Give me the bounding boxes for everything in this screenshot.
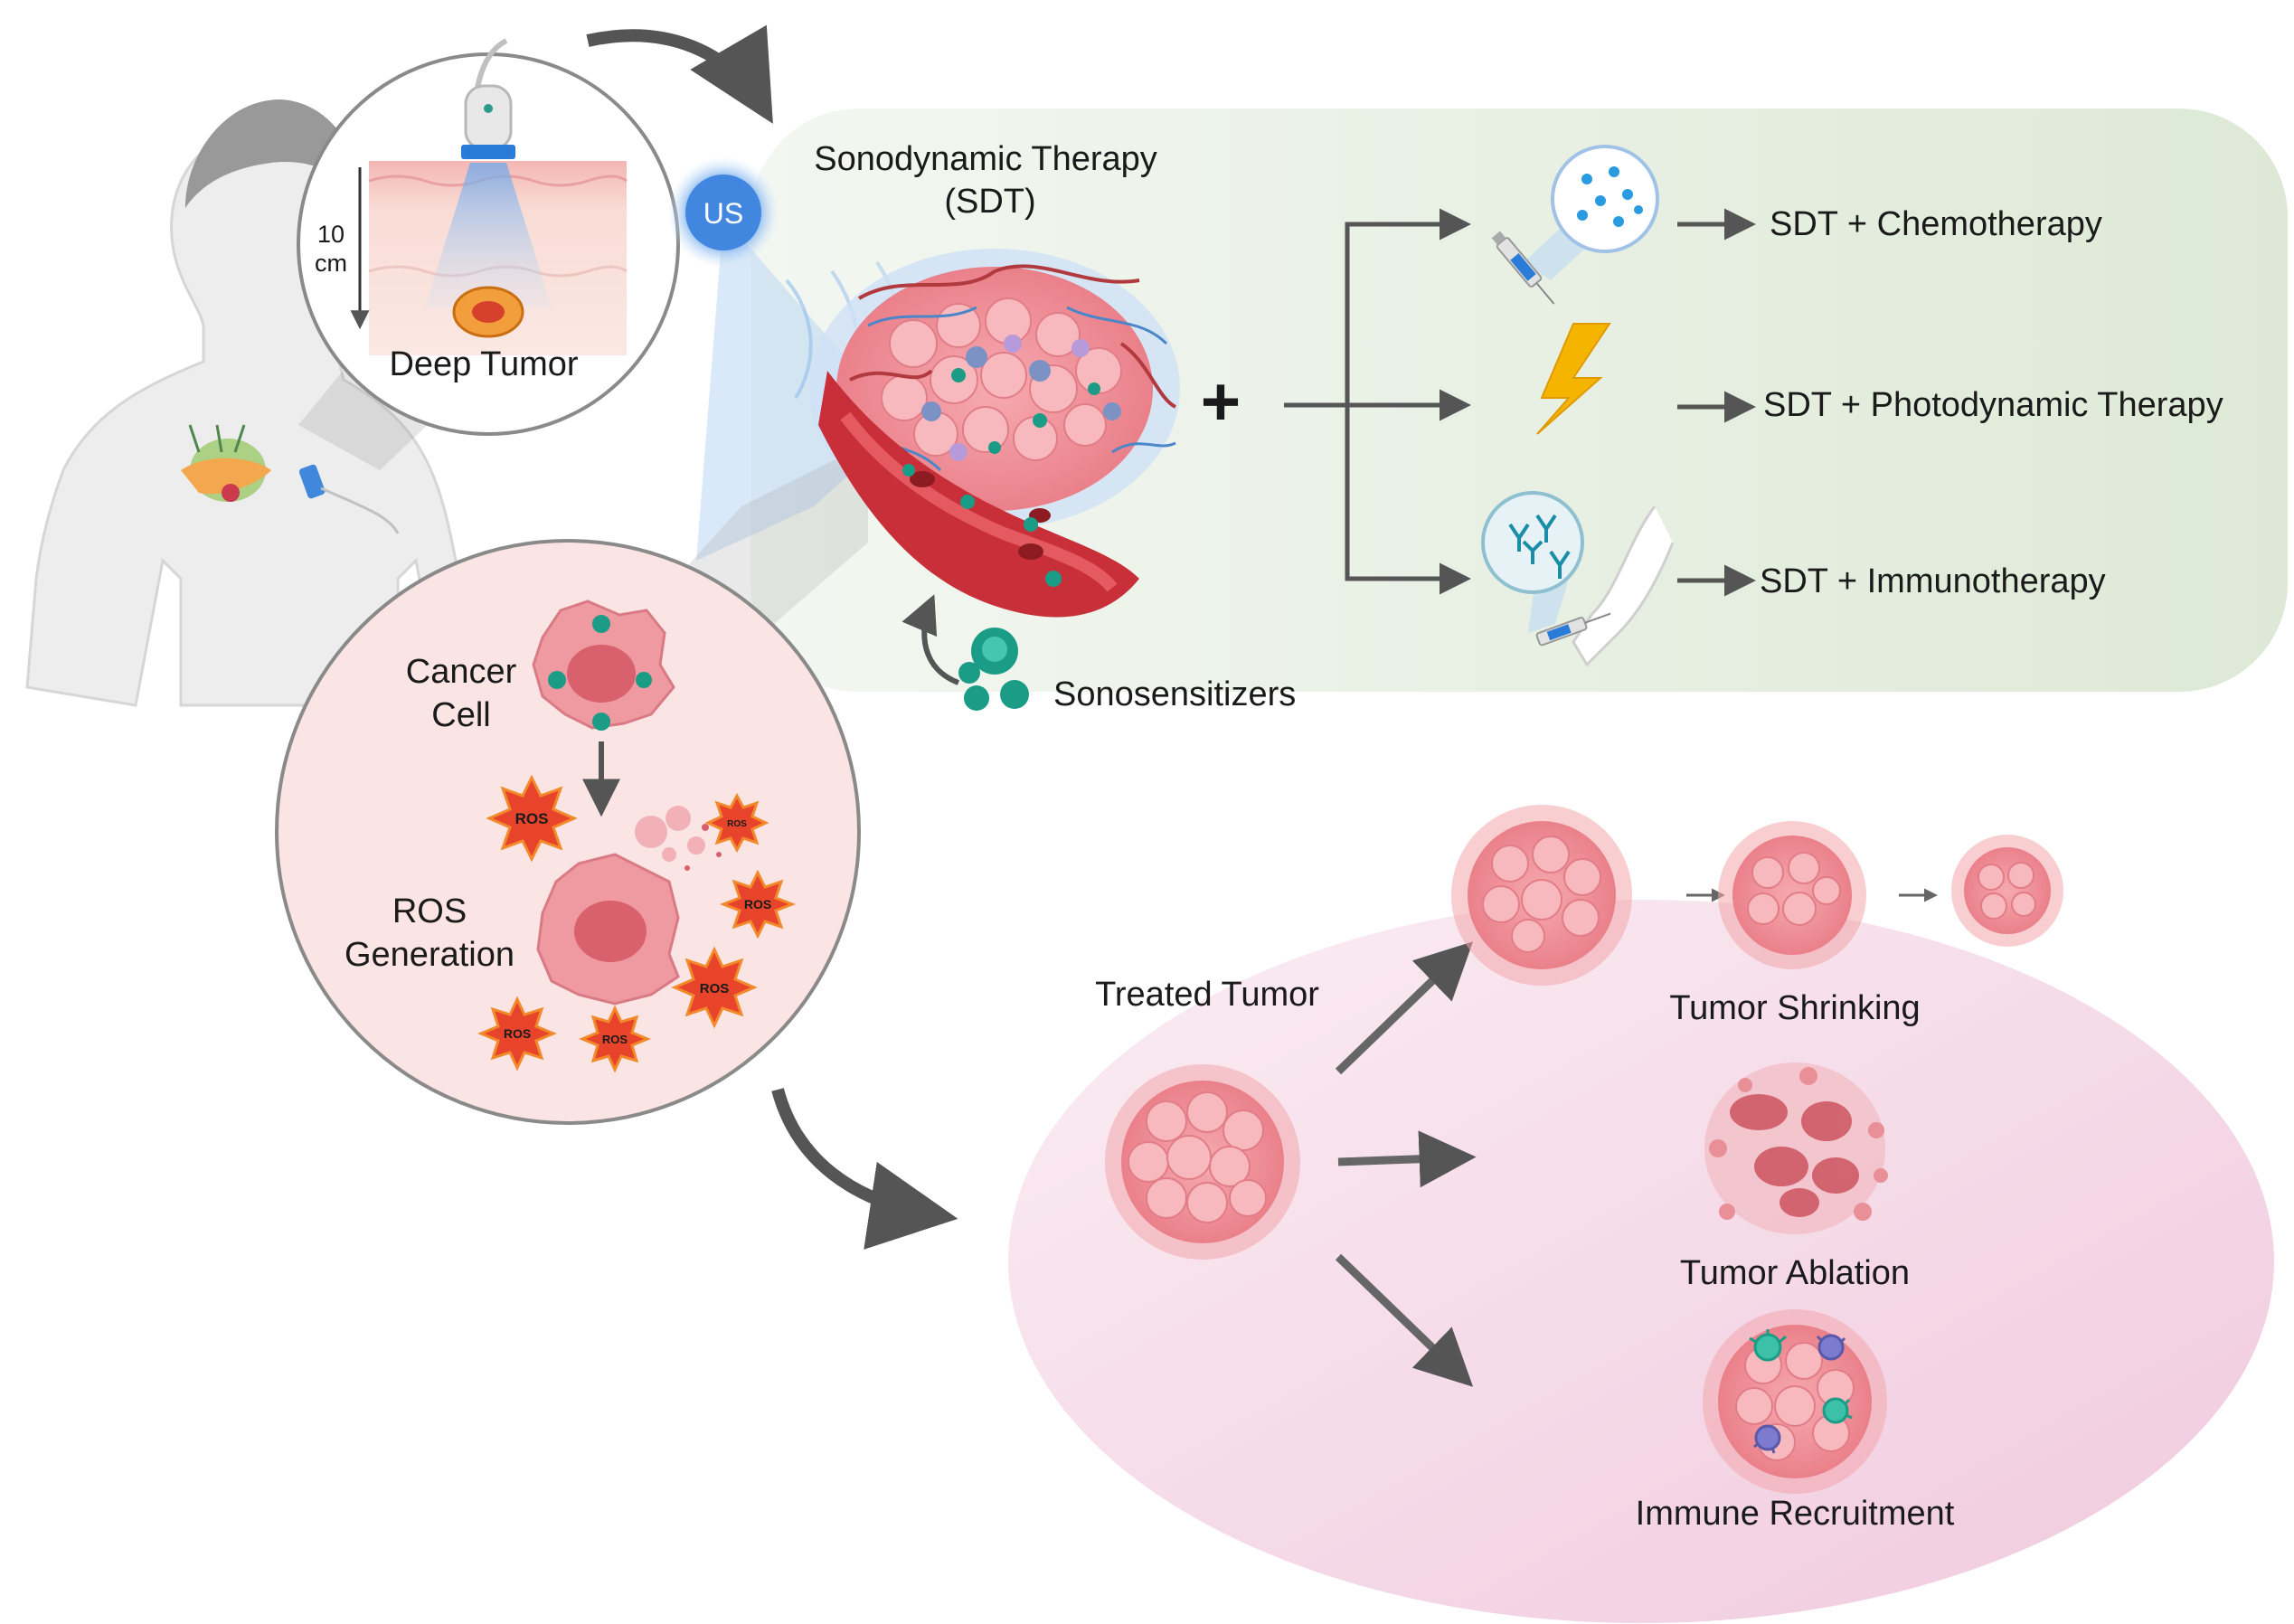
plus-sign: +: [1201, 364, 1241, 440]
ros-badge-5: ROS: [504, 1026, 531, 1041]
sonosensitizer-uptake-arrow: [902, 594, 960, 685]
antibody-injection-icon: [1481, 491, 1675, 667]
outcome-label-ablation: Tumor Ablation: [1680, 1254, 1910, 1292]
sdt-title-line1: Sonodynamic Therapy: [814, 140, 1157, 178]
ultrasound-bubble: [667, 156, 779, 269]
ultrasound-label: US: [703, 197, 743, 230]
lightning-bolt-icon: [1536, 323, 1611, 435]
syringe-icon: [1491, 145, 1659, 305]
treated-tumor-label: Treated Tumor: [1095, 976, 1319, 1014]
deep-tumor-label: Deep Tumor: [389, 345, 578, 383]
depth-unit: cm: [315, 250, 347, 277]
outcome-label-immune: Immune Recruitment: [1636, 1495, 1955, 1533]
ros-burst-icon: [477, 774, 797, 1073]
depth-value: 10: [317, 221, 345, 248]
immune-recruitment-icon: [1703, 1309, 1887, 1494]
deep-tumor-zoom: [297, 38, 680, 436]
tumor-ablation-icon: [1704, 1062, 1888, 1234]
tumor-shrinking-sequence-icon: [1451, 805, 2063, 986]
blood-vessel: [818, 371, 1139, 618]
outcome-panel: [1008, 900, 2274, 1623]
sdt-panel: [751, 109, 2288, 692]
combination-label-immunotherapy: SDT + Immunotherapy: [1760, 562, 2106, 600]
sdt-title-line2: (SDT): [944, 183, 1035, 221]
damaged-cancer-cell-icon: [536, 806, 722, 1006]
ros-badge-2: ROS: [727, 819, 747, 829]
sonosensitizer-dots: [902, 368, 1100, 587]
ros-badge-6: ROS: [602, 1033, 628, 1046]
ros-generation-label-line1: ROS: [392, 892, 467, 930]
sonosensitizers-label: Sonosensitizers: [1053, 675, 1296, 713]
ros-generation-label-line2: Generation: [345, 936, 514, 974]
cancer-cell-label-line2: Cell: [431, 696, 490, 734]
sonosensitizer-cluster-icon: [958, 628, 1029, 711]
ros-badge-3: ROS: [744, 897, 771, 911]
curved-arrow-to-outcomes: [771, 1088, 958, 1250]
cancer-cell-icon: [532, 600, 675, 731]
ros-badge-4: ROS: [700, 981, 730, 996]
combination-branch-arrows: [1284, 208, 1756, 597]
outcome-label-shrinking: Tumor Shrinking: [1669, 989, 1920, 1027]
curved-arrow-to-sdt: [586, 24, 773, 124]
outcome-branch-arrows: [1335, 941, 1477, 1387]
cancer-cell-label-line1: Cancer: [406, 653, 517, 691]
treated-tumor-icon: [1105, 1064, 1300, 1260]
combination-label-photodynamic: SDT + Photodynamic Therapy: [1763, 386, 2223, 424]
ros-badge-1: ROS: [515, 810, 549, 827]
combination-label-chemotherapy: SDT + Chemotherapy: [1770, 205, 2102, 243]
